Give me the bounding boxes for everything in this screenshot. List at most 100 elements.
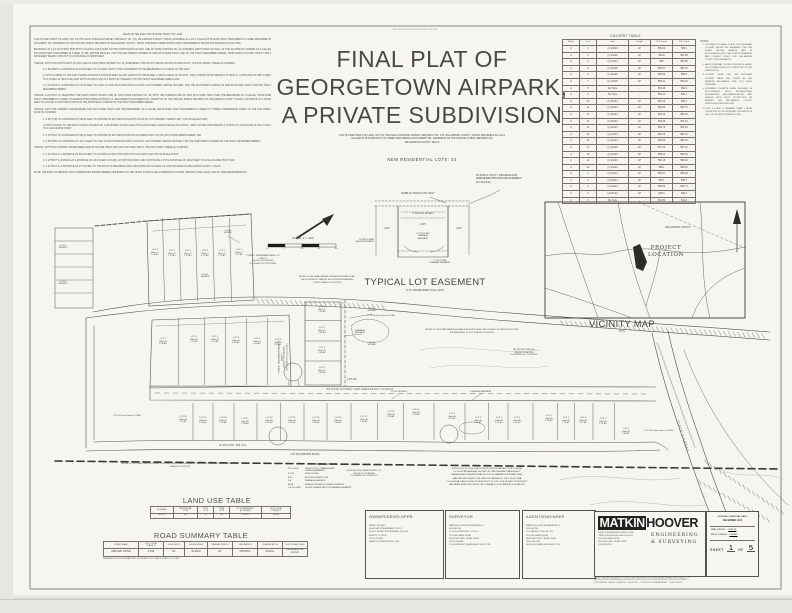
- table-cell: RURAL: [257, 547, 283, 557]
- party-heading: OWNER/DEVELOPER: [369, 514, 413, 519]
- lot-block: Block A: [599, 420, 607, 423]
- culvert-cell: 22': [628, 130, 651, 139]
- table-cell: 5,698: [261, 512, 291, 519]
- culvert-cell: A: [562, 130, 580, 139]
- culvert-cell: A: [562, 64, 580, 73]
- culvert-cell: 22': [628, 176, 651, 185]
- culvert-cell: A: [562, 58, 580, 66]
- culvert-cell: C: [562, 176, 580, 185]
- scale-tick: 300: [334, 248, 338, 250]
- culvert-cell: A: [562, 143, 580, 152]
- vicinity-nts: N.T.S.: [618, 330, 626, 333]
- culvert-cell: 583.33: [650, 110, 673, 119]
- culvert-cell: 22': [628, 124, 651, 132]
- culvert-cell: 585.37: [650, 64, 673, 73]
- top-margin: [0, 0, 792, 4]
- scale-tick: 100: [265, 248, 269, 250]
- mhe-job-label: MHE JOB NO.: [711, 528, 726, 531]
- culvert-cell: 22': [628, 157, 651, 165]
- field-notes-paragraph: 1. N 69°48'58" E, A DISTANCE OF 434.92 F…: [43, 68, 190, 71]
- lot-number: LOT 2: [600, 418, 606, 420]
- culvert-cell: A: [562, 117, 580, 126]
- lot-acreage: 1.28 AC: [253, 343, 261, 346]
- table-cell: 5,698: [138, 547, 164, 557]
- paper-shadow: [13, 594, 792, 599]
- lot-number: LOT 10: [412, 409, 420, 411]
- lot-number: LOT 3: [319, 347, 325, 349]
- special-lot-label: LOT 901 Green Space 1.67 AC: [644, 430, 674, 432]
- abbreviation-value: BUILDING SETBACK LINE: [305, 476, 329, 479]
- culvert-cell: A: [562, 77, 580, 86]
- lot-number: LOT 18: [219, 417, 227, 419]
- culvert-cell: A: [562, 163, 580, 172]
- field-notes-paragraph: THENCE, WITH THE COMMON LINE BETWEEN SAI…: [34, 108, 271, 115]
- culvert-cell: 17: [579, 143, 597, 152]
- culvert-col-header: D.S. Invert: [672, 39, 696, 46]
- table-cell: 24': [207, 547, 233, 557]
- culvert-cell: (1) 35x24: [596, 97, 629, 106]
- culvert-cell: 588.37: [650, 170, 673, 178]
- divider: [710, 539, 755, 541]
- lot-number: LOT 1: [319, 306, 325, 308]
- lot-number: LOT 6: [275, 339, 281, 341]
- table-cell: 30 MPH: [184, 547, 208, 557]
- field-notes-paragraph: A 68.78 ACRE TRACT OF LAND, OUT OF THE I…: [34, 39, 271, 45]
- lot-acreage: 1.17 AC: [201, 255, 209, 258]
- lot-acreage: 1.32 AC: [288, 422, 296, 425]
- easement-annotation: DRAINAGE EASEMENT: [354, 330, 366, 335]
- culvert-cell: 18: [579, 150, 597, 159]
- lot-number: LOT 16: [265, 417, 273, 419]
- abbreviation-row: P.U.D.E.B.E.PUBLIC UTILITY, DRAINAGE AND…: [288, 468, 363, 473]
- residential-lots-line: NEW RESIDENTIAL LOTS: 34: [387, 157, 457, 162]
- lot-number: LOT 3: [580, 417, 586, 419]
- lot-acreage: 1.36 AC: [318, 332, 326, 335]
- airpark-drive-label: AIRPARK DRIVE: [219, 444, 247, 447]
- firm-disclaimer: THESE PLANS AND RELATED DOCUMENTS ARE IN…: [594, 577, 690, 584]
- culvert-cell: 586.41: [650, 77, 673, 86]
- culvert-cell: 8: [579, 84, 597, 93]
- lot-block: Block D: [318, 349, 326, 352]
- culvert-table-title: CULVERT TABLE: [610, 34, 641, 38]
- lot-label-left: LOT: [384, 226, 390, 230]
- culvert-note-item: DRIVEWAY CULVERTS WERE DESIGNED IN ACCOR…: [705, 88, 752, 106]
- culvert-cell: 585.25: [672, 64, 696, 73]
- culvert-cell: 22': [628, 117, 651, 126]
- culvert-cell: 588.06: [672, 157, 696, 165]
- culvert-cell: 5: [579, 196, 597, 205]
- abbreviation-row: D.E.DRAINAGE EASEMENT: [288, 480, 363, 482]
- lot-number: LOT 9: [449, 413, 455, 415]
- field-notes-paragraph: NOTE: THE BASIS OF BEARING AND COORDINAT…: [34, 172, 248, 175]
- culvert-cell: 608.3: [650, 190, 673, 198]
- mhe-job-row: MHE JOB NO. - 2102.05: [711, 528, 737, 531]
- lot-block: Block C: [168, 252, 176, 255]
- lot-label-right: LOT: [456, 226, 462, 230]
- culvert-cell: (1) 24x28: [596, 77, 629, 86]
- culvert-cell: 585.1: [672, 91, 696, 99]
- special-lot-label: LOT 903 Open Space 8.04 AC: [366, 315, 396, 317]
- bottom-margin: [0, 599, 792, 613]
- lot-block: Block A: [199, 419, 207, 422]
- lot-number: LOT 2: [219, 250, 225, 252]
- field-notes-paragraph: 3. S 78°54'10" W, A DISTANCE OF 684.41 F…: [43, 134, 202, 137]
- culvert-cell: 22': [628, 163, 651, 172]
- easement-annotation: O.S.S.F. SETBACK: [367, 342, 377, 347]
- culvert-cell: (4) 30x24: [596, 176, 629, 185]
- lot-number: LOT 4: [319, 367, 325, 369]
- culvert-cell: 20: [579, 163, 597, 172]
- lot301-name: LOT 301: [347, 378, 357, 381]
- sheet-total: 5: [746, 542, 756, 552]
- sheet-number: 1: [726, 542, 736, 552]
